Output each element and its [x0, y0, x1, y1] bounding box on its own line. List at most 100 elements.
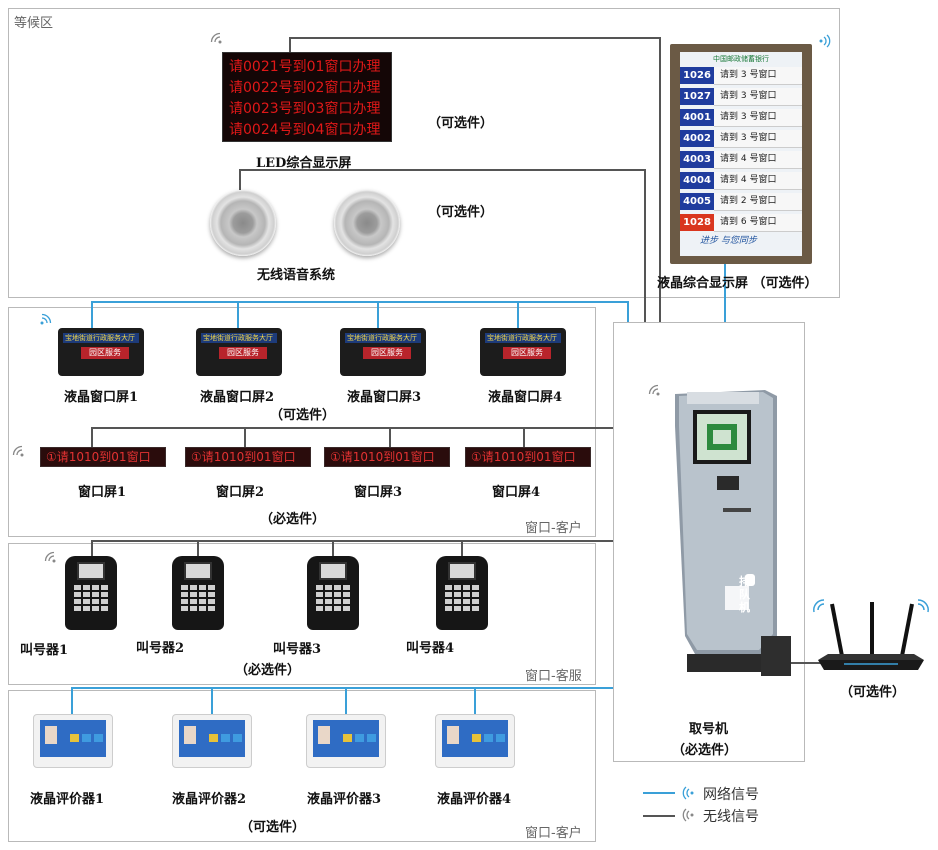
lcd-main-row-number: 1028	[680, 214, 714, 231]
lcd-window-button: 园区服务	[503, 347, 551, 359]
window-client-label-2: 窗口-客户	[525, 826, 582, 841]
lcd-main-row-number: 4004	[680, 172, 714, 189]
led-window-label-2: 窗口屏2	[216, 485, 265, 500]
evaluator-label-2: 液晶评价器2	[172, 792, 247, 807]
evaluator-option: （可选件）	[240, 820, 306, 835]
voice-system-option: （可选件）	[428, 205, 494, 220]
kiosk-side-text: 排队机	[739, 575, 750, 614]
lcd-main-row-text: 请到 3 号窗口	[714, 108, 802, 127]
lcd-main-row-number: 4001	[680, 109, 714, 126]
lcd-main-row-text: 请到 2 号窗口	[714, 192, 802, 211]
caller-device	[172, 556, 224, 630]
kiosk-machine	[675, 390, 791, 676]
kiosk-zone	[613, 322, 805, 762]
legend-network-label: 网络信号	[703, 787, 759, 803]
wire-led-display	[289, 37, 661, 322]
evaluator-device	[435, 714, 515, 768]
waiting-area-zone	[8, 8, 840, 298]
window-client-zone-1	[8, 307, 596, 537]
wifi-icon	[648, 384, 660, 396]
lcd-window-label-2: 液晶窗口屏2	[200, 390, 275, 405]
wifi-icon	[819, 34, 831, 48]
led-window-screen: ①请1010到01窗口	[185, 447, 311, 467]
lcd-main-row-text: 请到 3 号窗口	[714, 87, 802, 106]
lcd-main-row-text: 请到 4 号窗口	[714, 150, 802, 169]
led-display-option: （可选件）	[428, 116, 494, 131]
net-evaluators	[71, 687, 613, 714]
window-client-label-1: 窗口-客户	[525, 521, 582, 536]
lcd-window-label-4: 液晶窗口屏4	[488, 390, 563, 405]
lcd-main-row-number: 1027	[680, 88, 714, 105]
legend-wireless-label: 无线信号	[703, 809, 759, 825]
window-service-zone	[8, 543, 596, 685]
router-option: （可选件）	[840, 685, 906, 700]
led-display-line: 请0024号到04窗口办理	[229, 122, 381, 138]
lcd-window-label-3: 液晶窗口屏3	[347, 390, 422, 405]
lcd-main-row-number: 4003	[680, 151, 714, 168]
wifi-icon	[210, 32, 222, 44]
led-display-panel: 请0021号到01窗口办理 请0022号到02窗口办理 请0023号到03窗口办…	[222, 52, 392, 142]
lcd-main-label: 液晶综合显示屏 （可选件）	[657, 276, 818, 291]
wifi-icon	[12, 445, 24, 457]
legend-network-line	[643, 792, 675, 794]
lcd-main-row-text: 请到 3 号窗口	[714, 129, 802, 148]
led-window-option: （必选件）	[260, 512, 326, 527]
lcd-window-button: 园区服务	[81, 347, 129, 359]
evaluator-label-3: 液晶评价器3	[307, 792, 382, 807]
wire-led-windows	[91, 427, 613, 447]
lcd-main-row-number: 1026	[680, 67, 714, 84]
wire-speakers	[239, 169, 646, 322]
kiosk-option: （必选件）	[672, 743, 738, 758]
caller-option: （必选件）	[235, 663, 301, 678]
wifi-icon	[682, 786, 694, 800]
window-client-zone-2	[8, 690, 596, 842]
evaluator-device	[172, 714, 252, 768]
led-display-line: 请0022号到02窗口办理	[229, 80, 381, 96]
wifi-icon	[40, 313, 52, 325]
led-window-screen: ①请1010到01窗口	[465, 447, 591, 467]
lcd-window-button: 园区服务	[219, 347, 267, 359]
led-display-line: 请0021号到01窗口办理	[229, 59, 381, 75]
speaker-icon	[210, 190, 276, 256]
wifi-icon	[682, 808, 694, 822]
caller-label-2: 叫号器2	[136, 641, 185, 656]
led-window-label-4: 窗口屏4	[492, 485, 541, 500]
led-display-label: LED综合显示屏	[256, 156, 352, 171]
caller-label-1: 叫号器1	[20, 643, 69, 658]
led-display-line: 请0023号到03窗口办理	[229, 101, 381, 117]
speaker-icon	[334, 190, 400, 256]
led-window-screen: ①请1010到01窗口	[324, 447, 450, 467]
lcd-main-row-text: 请到 4 号窗口	[714, 171, 802, 190]
caller-label-3: 叫号器3	[273, 642, 322, 657]
wifi-icon	[44, 551, 56, 563]
lcd-main-row-number: 4005	[680, 193, 714, 210]
caller-device	[307, 556, 359, 630]
lcd-main-row-text: 请到 6 号窗口	[714, 213, 802, 232]
lcd-window-screen: 宝地街道行政服务大厅 园区服务	[196, 328, 282, 376]
lcd-window-title: 宝地街道行政服务大厅	[201, 333, 277, 343]
wire-callers	[91, 540, 613, 556]
led-window-label-1: 窗口屏1	[78, 485, 127, 500]
lcd-window-title: 宝地街道行政服务大厅	[63, 333, 139, 343]
kiosk-label: 取号机	[689, 722, 729, 737]
caller-device	[65, 556, 117, 630]
router-device	[813, 599, 929, 670]
lcd-window-title: 宝地街道行政服务大厅	[485, 333, 561, 343]
voice-system-label: 无线语音系统	[257, 268, 336, 283]
caller-label-4: 叫号器4	[406, 641, 455, 656]
led-window-screen: ①请1010到01窗口	[40, 447, 166, 467]
window-service-label: 窗口-客服	[525, 669, 582, 684]
evaluator-device	[33, 714, 113, 768]
lcd-window-screen: 宝地街道行政服务大厅 园区服务	[480, 328, 566, 376]
lcd-window-label-1: 液晶窗口屏1	[64, 390, 139, 405]
